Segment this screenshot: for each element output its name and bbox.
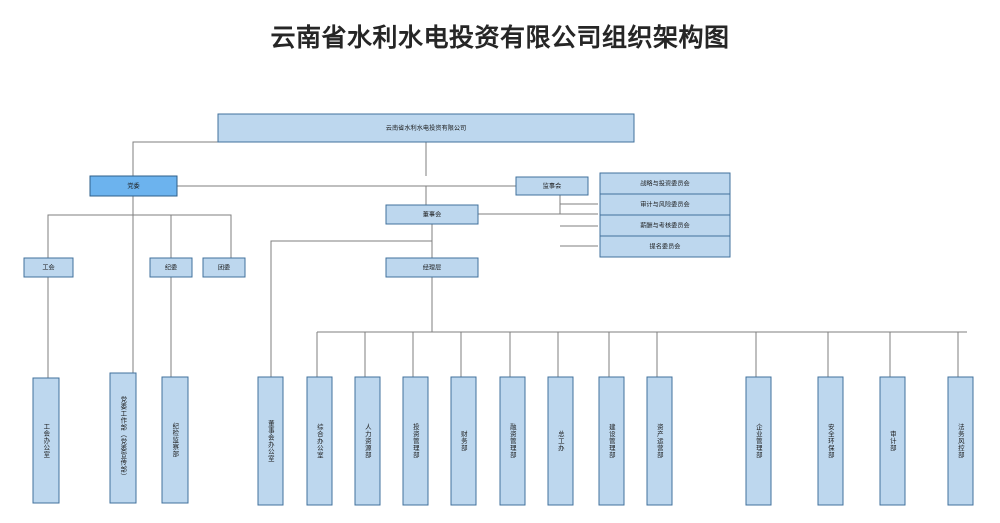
node-label: 党委工作部（党委宣传部） xyxy=(119,395,126,480)
org-node-com2[interactable]: 审计与风险委员会 xyxy=(599,193,731,216)
connector-line xyxy=(270,240,432,377)
org-node-mgmt[interactable]: 经理层 xyxy=(385,257,479,278)
node-box[interactable] xyxy=(306,376,333,506)
org-node-d_safety[interactable]: 安全环保部 xyxy=(817,376,844,506)
node-label: 工会 xyxy=(42,264,54,272)
org-node-d_funding[interactable]: 融资管理部 xyxy=(499,376,526,506)
org-node-d_hr[interactable]: 人力资源部 xyxy=(354,376,381,506)
node-box[interactable] xyxy=(402,376,429,506)
node-box[interactable] xyxy=(149,257,193,278)
node-label: 云南省水利水电投资有限公司 xyxy=(386,124,466,132)
node-box[interactable] xyxy=(646,376,673,506)
connector-line xyxy=(47,214,232,258)
node-box[interactable] xyxy=(354,376,381,506)
node-box[interactable] xyxy=(499,376,526,506)
org-node-board[interactable]: 董事会 xyxy=(385,204,479,225)
node-label: 薪酬与考核委员会 xyxy=(640,222,690,230)
node-box[interactable] xyxy=(385,257,479,278)
node-label: 财务部 xyxy=(460,429,467,452)
node-box[interactable] xyxy=(89,175,178,197)
node-label: 纪委 xyxy=(165,264,177,272)
node-label: 法务风控部 xyxy=(957,422,964,459)
node-box[interactable] xyxy=(202,257,246,278)
connector-layer xyxy=(47,141,967,503)
node-box[interactable] xyxy=(32,377,60,504)
node-label: 提名委员会 xyxy=(650,243,681,251)
org-node-d_invest[interactable]: 投资管理部 xyxy=(402,376,429,506)
node-box[interactable] xyxy=(817,376,844,506)
node-label: 建设管理部 xyxy=(608,422,615,459)
org-node-d_board[interactable]: 董事会办公室 xyxy=(257,376,284,506)
node-box[interactable] xyxy=(23,257,74,278)
org-node-party[interactable]: 党委 xyxy=(89,175,178,197)
node-label: 人力资源部 xyxy=(364,423,371,459)
org-node-youth[interactable]: 团委 xyxy=(202,257,246,278)
node-label: 投资管理部 xyxy=(412,422,419,459)
org-node-company[interactable]: 云南省水利水电投资有限公司 xyxy=(217,113,635,143)
node-label: 综合办公室 xyxy=(316,422,323,458)
node-label: 经理层 xyxy=(423,264,442,272)
org-node-union[interactable]: 工会 xyxy=(23,257,74,278)
node-label: 董事会 xyxy=(423,211,442,219)
org-node-d_asset[interactable]: 资产运营部 xyxy=(646,376,673,506)
node-box[interactable] xyxy=(385,204,479,225)
node-box[interactable] xyxy=(598,376,625,506)
org-node-d_disc[interactable]: 纪检监察部 xyxy=(161,376,189,504)
node-box[interactable] xyxy=(109,372,137,504)
node-label: 企业管理部 xyxy=(755,422,762,459)
node-label: 审计与风险委员会 xyxy=(640,201,690,209)
node-box[interactable] xyxy=(599,235,731,258)
node-label: 团委 xyxy=(218,264,230,272)
node-box[interactable] xyxy=(217,113,635,143)
node-box[interactable] xyxy=(947,376,974,506)
node-label: 纪检监察部 xyxy=(171,421,178,458)
org-node-com4[interactable]: 提名委员会 xyxy=(599,235,731,258)
node-label: 安全环保部 xyxy=(827,422,834,459)
org-node-d_chiefeng[interactable]: 总工办 xyxy=(547,376,574,506)
node-box[interactable] xyxy=(547,376,574,506)
org-node-d_audit[interactable]: 审计部 xyxy=(879,376,906,506)
node-label: 董事会办公室 xyxy=(267,419,274,462)
org-node-d_finance[interactable]: 财务部 xyxy=(450,376,477,506)
node-label: 融资管理部 xyxy=(509,422,516,459)
node-box[interactable] xyxy=(515,176,589,196)
node-box[interactable] xyxy=(257,376,284,506)
node-box[interactable] xyxy=(161,376,189,504)
org-node-com1[interactable]: 战略与投资委员会 xyxy=(599,172,731,195)
org-node-d_entmgmt[interactable]: 企业管理部 xyxy=(745,376,772,506)
org-node-d_union[interactable]: 工会办公室 xyxy=(32,377,60,504)
org-node-superv[interactable]: 监事会 xyxy=(515,176,589,196)
org-node-d_constr[interactable]: 建设管理部 xyxy=(598,376,625,506)
org-node-d_partywork[interactable]: 党委工作部（党委宣传部） xyxy=(109,372,137,504)
node-label: 战略与投资委员会 xyxy=(640,180,690,188)
connector-line xyxy=(132,141,426,176)
org-node-d_general[interactable]: 综合办公室 xyxy=(306,376,333,506)
node-label: 资产运营部 xyxy=(656,422,663,459)
page-title: 云南省水利水电投资有限公司组织架构图 xyxy=(270,24,730,52)
node-label: 党委 xyxy=(127,182,139,190)
node-box[interactable] xyxy=(450,376,477,506)
org-node-d_legal[interactable]: 法务风控部 xyxy=(947,376,974,506)
org-node-disc[interactable]: 纪委 xyxy=(149,257,193,278)
node-label: 总工办 xyxy=(557,429,564,452)
node-box[interactable] xyxy=(879,376,906,506)
node-label: 审计部 xyxy=(889,429,896,452)
org-node-com3[interactable]: 薪酬与考核委员会 xyxy=(599,214,731,237)
node-label: 工会办公室 xyxy=(42,423,49,458)
node-label: 监事会 xyxy=(543,182,562,190)
node-box[interactable] xyxy=(745,376,772,506)
